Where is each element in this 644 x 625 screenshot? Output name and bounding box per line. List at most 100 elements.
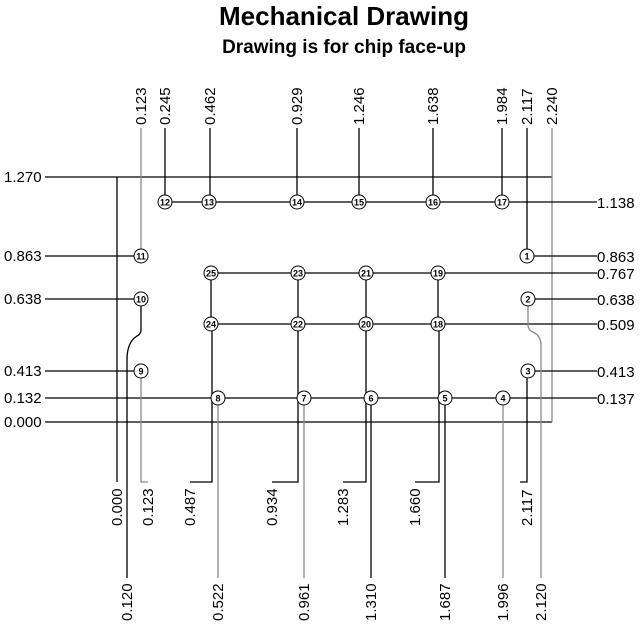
pad-2: 2: [520, 291, 536, 307]
pad-25: 25: [203, 265, 219, 281]
pad-circle: [296, 390, 312, 406]
bottom-upper-dimension: 0.487: [182, 488, 199, 526]
bottom-lower-dimension: 0.961: [296, 583, 313, 621]
pad-circle: [437, 390, 453, 406]
pad-circle: [290, 265, 306, 281]
pad-circle: [351, 194, 367, 210]
bottom-lower-dimension: 1.310: [363, 583, 380, 621]
top-dimension: 1.246: [351, 87, 368, 125]
pad-number: 6: [368, 394, 373, 404]
pad-number: 12: [160, 198, 170, 208]
pad-10: 10: [133, 291, 149, 307]
pad-5: 5: [437, 390, 453, 406]
bottom-lower-dimension: 2.120: [533, 583, 550, 621]
drawing-subtitle: Drawing is for chip face-up: [222, 37, 466, 58]
right-dimension: 0.767: [597, 266, 635, 283]
pad-circle: [133, 363, 149, 379]
left-dimension: 0.863: [4, 248, 42, 265]
pad-circle: [157, 194, 173, 210]
top-dimension: 0.123: [133, 87, 150, 125]
pad-14: 14: [289, 194, 305, 210]
pad-circle: [494, 194, 510, 210]
pad-circle: [210, 390, 226, 406]
pad-19: 19: [430, 265, 446, 281]
right-dimension: 1.138: [597, 195, 635, 212]
pad-number: 2: [525, 295, 530, 305]
pad-18: 18: [430, 316, 446, 332]
bottom-upper-dimension: 1.660: [407, 488, 424, 526]
pad-number: 8: [215, 394, 220, 404]
top-dimension: 2.240: [544, 87, 561, 125]
pad-circle: [133, 291, 149, 307]
pad-number: 21: [361, 269, 371, 279]
pad-8: 8: [210, 390, 226, 406]
left-dimension: 0.638: [4, 291, 42, 308]
right-dimension: 0.509: [597, 317, 635, 334]
pad-15: 15: [351, 194, 367, 210]
top-dimension: 1.984: [494, 87, 511, 125]
right-dimension: 0.863: [597, 249, 635, 266]
pad-1: 1: [519, 248, 535, 264]
left-dimension: 0.000: [4, 414, 42, 431]
top-dimension: 2.117: [519, 89, 536, 125]
pad-3: 3: [520, 363, 536, 379]
pad-circle: [430, 316, 446, 332]
pad-13: 13: [201, 194, 217, 210]
pad-circle: [430, 265, 446, 281]
pad-number: 10: [136, 295, 146, 305]
pad-number: 23: [293, 269, 303, 279]
pad-number: 17: [497, 198, 507, 208]
pad-9: 9: [133, 363, 149, 379]
pad-circle: [201, 194, 217, 210]
right-dimension: 0.638: [597, 292, 635, 309]
pad-circle: [358, 316, 374, 332]
pad-number: 9: [138, 367, 143, 377]
pad-number: 7: [301, 394, 306, 404]
pad-number: 4: [500, 394, 505, 404]
pad-number: 19: [433, 269, 443, 279]
pad-number: 22: [293, 320, 303, 330]
pad-21: 21: [358, 265, 374, 281]
pad-7: 7: [296, 390, 312, 406]
pad-number: 20: [361, 320, 371, 330]
bottom-upper-dimension: 0.000: [109, 488, 126, 526]
pad-number: 11: [136, 252, 146, 262]
pad-22: 22: [290, 316, 306, 332]
pad-circle: [519, 248, 535, 264]
pad-6: 6: [363, 390, 379, 406]
bottom-lower-dimension: 1.996: [495, 583, 512, 621]
left-dimension: 1.270: [4, 169, 42, 186]
pad-12: 12: [157, 194, 173, 210]
pad-number: 15: [354, 198, 364, 208]
left-dimension: 0.413: [4, 363, 42, 380]
pad-circle: [363, 390, 379, 406]
pad-circle: [290, 316, 306, 332]
bottom-lower-dimension: 1.687: [437, 583, 454, 621]
chip-outline: [45, 128, 553, 482]
pad-11: 11: [133, 248, 149, 264]
pad-circle: [495, 390, 511, 406]
top-dimension: 0.245: [157, 87, 174, 125]
pad-23: 23: [290, 265, 306, 281]
bottom-upper-dimension: 1.283: [335, 488, 352, 526]
pad-number: 24: [206, 320, 216, 330]
pad-circle: [358, 265, 374, 281]
pad-number: 14: [292, 198, 302, 208]
pad-circle: [425, 194, 441, 210]
pad-17: 17: [494, 194, 510, 210]
leader-lines: [45, 128, 597, 578]
pad-number: 16: [428, 198, 438, 208]
pad-circle: [203, 316, 219, 332]
pad-number: 1: [524, 252, 529, 262]
bottom-upper-dimension: 0.123: [140, 488, 157, 526]
bottom-upper-dimension: 2.117: [519, 490, 536, 526]
pad-circle: [289, 194, 305, 210]
pad-number: 18: [433, 320, 443, 330]
pad-4: 4: [495, 390, 511, 406]
top-dimension: 0.929: [289, 87, 306, 125]
pad-number: 5: [442, 394, 447, 404]
bottom-lower-dimension: 0.522: [210, 583, 227, 621]
pad-24: 24: [203, 316, 219, 332]
